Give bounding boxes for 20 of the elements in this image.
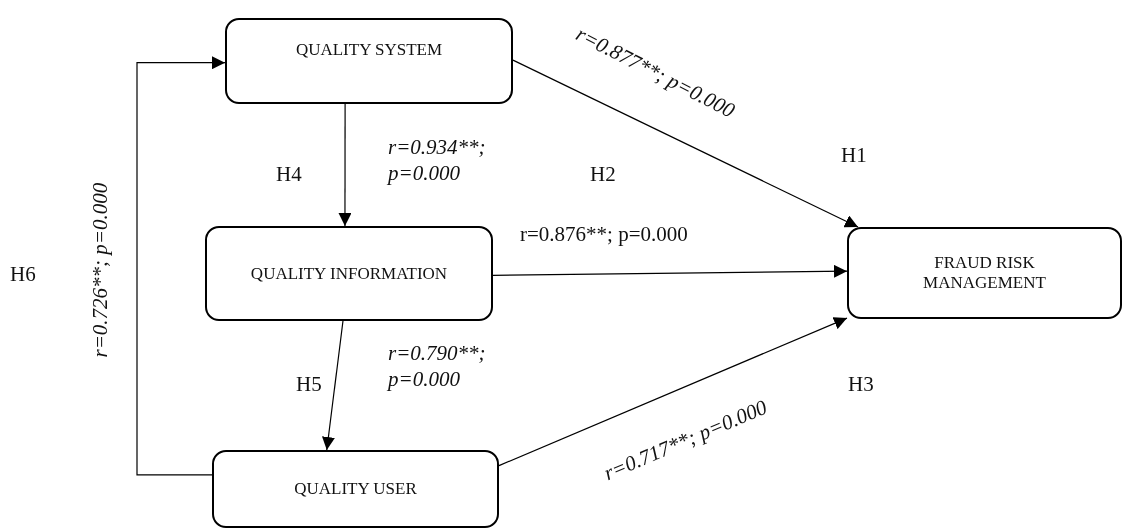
- rounded-box: [847, 227, 1122, 319]
- rounded-box: [205, 226, 493, 321]
- hypothesis-label: H3: [848, 372, 874, 397]
- hypothesis-label: H2: [590, 162, 616, 187]
- arrow: [338, 103, 352, 227]
- node-label: QUALITY SYSTEM: [295, 40, 443, 60]
- arrow: [512, 59, 859, 228]
- arrow: [492, 264, 848, 278]
- node-label: QUALITY USER: [294, 479, 417, 499]
- hypothesis-label: H5: [296, 372, 322, 397]
- rounded-box: [225, 18, 513, 104]
- node-label: FRAUD RISK MANAGEMENT: [922, 253, 1047, 293]
- hypothesis-label: H6: [10, 262, 36, 287]
- hypothesis-label: H1: [841, 143, 867, 168]
- arrow: [498, 317, 848, 467]
- rounded-box: [212, 450, 499, 528]
- node-label: QUALITY INFORMATION: [250, 263, 448, 284]
- arrow: [321, 320, 344, 451]
- hypothesis-label: H4: [276, 162, 302, 187]
- arrow: [136, 56, 226, 476]
